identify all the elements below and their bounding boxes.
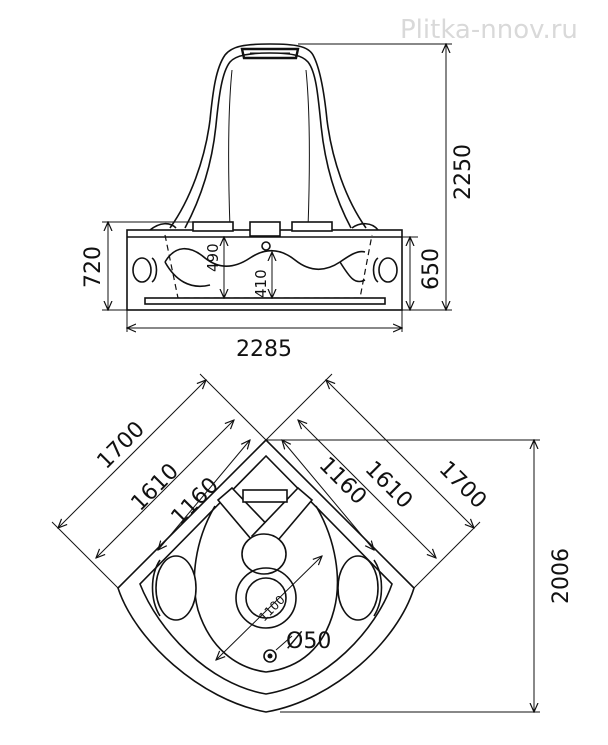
dim-650-label: 650: [419, 248, 444, 290]
ext-1700-right-b: [413, 521, 481, 589]
watermark-text: Plitka-nnov.ru: [400, 15, 578, 45]
column-top-cap: [240, 47, 300, 60]
top-view: 1700 1610 1160 1700 1610 1160 1100 Ø50 2…: [51, 373, 574, 712]
dim-2006-label: 2006: [549, 548, 574, 604]
control-panel: [249, 221, 281, 237]
side-nozzle-right: [378, 257, 398, 283]
dim-720-label: 720: [81, 246, 106, 288]
seat-left-arc: [151, 559, 161, 617]
dim-line-1160-left: [158, 440, 250, 550]
front-drain-icon: [261, 241, 271, 251]
column-hollow-right: [305, 69, 310, 229]
rim-left: [192, 221, 234, 232]
seat-wave-lower: [164, 261, 211, 287]
base-plinth: [144, 297, 386, 305]
headrest-right: [351, 222, 379, 231]
column-hollow-left: [228, 69, 233, 229]
dim-line-1100: [216, 556, 322, 660]
ext-1700-left-b: [51, 521, 119, 589]
rim-right: [291, 221, 333, 232]
dim-410-label: 410: [252, 269, 270, 298]
side-nozzle-left: [132, 257, 152, 283]
drain-label: Ø50: [286, 629, 331, 654]
column-top-block: [242, 489, 288, 503]
dim-1700-right-label: 1700: [434, 457, 491, 514]
dim-490-label: 490: [204, 243, 222, 272]
ext-1700-right-a: [265, 373, 333, 441]
seat-right-arc: [373, 559, 383, 617]
dim-2250-label: 2250: [451, 144, 476, 200]
tub-rim-inner: [139, 454, 393, 695]
column-inner: [184, 52, 352, 229]
ext-1700-left-a: [199, 373, 267, 441]
seat-wave: [164, 247, 366, 271]
dim-2285-label: 2285: [236, 337, 292, 362]
seat-wave-right: [339, 261, 366, 283]
nozzle-left-arc: [151, 257, 158, 283]
column-outer: [169, 43, 367, 229]
drain-leader: [275, 635, 293, 651]
seat-left: [155, 555, 197, 621]
headrest-left: [149, 222, 177, 231]
nozzle-right-arc: [372, 257, 379, 283]
dim-1700-left-label: 1700: [93, 417, 150, 474]
dim-line-1160-right: [282, 440, 374, 550]
front-view: 2250 650 720 490 410 2285: [81, 44, 476, 362]
dim-1610-right-label: 1610: [360, 457, 417, 514]
drain-center-icon: [267, 653, 273, 659]
seat-right: [337, 555, 379, 621]
